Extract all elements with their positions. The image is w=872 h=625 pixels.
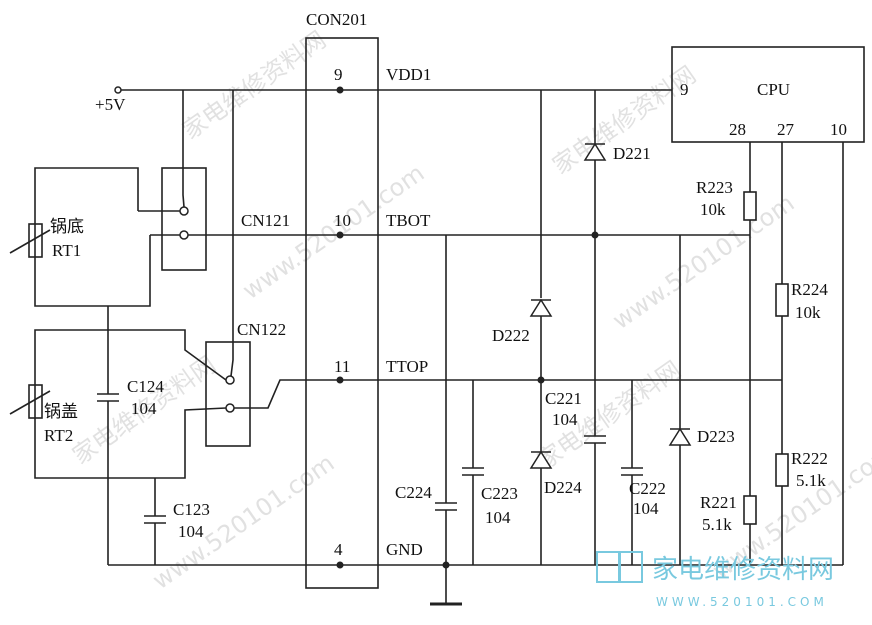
cn122-pin-2	[225, 403, 235, 413]
pin-ttop-label: TTOP	[386, 357, 428, 376]
watermark-cn-1: 家电维修资料网	[177, 26, 331, 145]
c224-label: C224	[395, 483, 432, 502]
cn121-pin-2	[179, 230, 189, 240]
c221-label: C221	[545, 389, 582, 408]
r223-label: R223	[696, 178, 733, 197]
d221-label: D221	[613, 144, 651, 163]
r224-symbol	[775, 283, 789, 317]
c223-label: C223	[481, 484, 518, 503]
cn121-label: CN121	[241, 211, 290, 230]
r222-label: R222	[791, 449, 828, 468]
r221-symbol	[743, 495, 757, 525]
rt2-label: RT2	[44, 426, 73, 445]
logo-url-text: WWW.520101.COM	[656, 595, 828, 609]
rt2-cn-label: 锅盖	[44, 402, 78, 421]
pin-11-num: 11	[334, 357, 350, 376]
cn122-pin-1	[225, 375, 235, 385]
cpu-pin-9: 9	[680, 80, 689, 99]
ttop-wire-left	[234, 379, 306, 409]
rt1-loop-bottom	[108, 235, 151, 307]
d224-label: D224	[544, 478, 582, 497]
pin-11-dot	[336, 376, 344, 384]
r221-value: 5.1k	[702, 515, 732, 534]
d222-label: D222	[492, 326, 530, 345]
cpu-pin-28: 28	[729, 120, 746, 139]
pin-10-dot	[336, 231, 344, 239]
cpu-pin-10: 10	[830, 120, 847, 139]
cn121-block	[161, 167, 207, 271]
d222-symbol	[529, 298, 553, 317]
rt1-label: RT1	[52, 241, 81, 260]
r222-value: 5.1k	[796, 471, 826, 490]
rt1-loop-top	[34, 167, 139, 307]
r222-symbol	[775, 453, 789, 487]
c124-label: C124	[127, 377, 164, 396]
c124-value: 104	[131, 399, 157, 418]
cpu-pin-27: 27	[777, 120, 795, 139]
c123-value: 104	[178, 522, 204, 541]
r223-value: 10k	[700, 200, 726, 219]
con201-label: CON201	[306, 10, 367, 29]
rt1-cn-label: 锅底	[50, 217, 84, 236]
r221-label: R221	[700, 493, 737, 512]
vcc-terminal	[114, 86, 122, 94]
d223-label: D223	[697, 427, 735, 446]
c221-value: 104	[552, 410, 578, 429]
watermark-url-1: www.520101.com	[237, 159, 429, 305]
cn122-vcc-wire	[230, 90, 234, 377]
rt1-arrow	[9, 229, 51, 254]
pin-4-dot	[336, 561, 344, 569]
cpu-block	[671, 46, 865, 143]
cn121-pin-1	[179, 206, 189, 216]
d223-symbol	[668, 427, 692, 446]
c223-value: 104	[485, 508, 511, 527]
watermark-url-3: www.520101.com	[147, 449, 339, 595]
cn121-vcc-wire	[182, 90, 185, 208]
rt2-loop	[34, 329, 227, 479]
logo-book-icon-right	[619, 551, 643, 583]
pin-4-num: 4	[334, 540, 343, 559]
pin-9-dot	[336, 86, 344, 94]
logo-cn-text: 家电维修资料网	[652, 555, 834, 585]
rt2-arrow	[9, 390, 51, 415]
pin-vdd-label: VDD1	[386, 65, 431, 84]
logo-book-icon	[596, 551, 620, 583]
vcc-label: +5V	[95, 95, 126, 114]
cpu-label: CPU	[757, 80, 790, 99]
c222-label: C222	[629, 479, 666, 498]
pin-gnd-label: GND	[386, 540, 423, 559]
site-logo: 家电维修资料网 WWW.520101.COM	[596, 551, 834, 609]
r224-value: 10k	[795, 303, 821, 322]
rt2-symbol	[28, 384, 43, 419]
pin-tbot-label: TBOT	[386, 211, 431, 230]
con201-block	[305, 37, 379, 589]
pin-10-num: 10	[334, 211, 351, 230]
rt1-symbol	[28, 223, 43, 258]
c222-value: 104	[633, 499, 659, 518]
cn122-block	[205, 341, 251, 447]
pin-9-num: 9	[334, 65, 343, 84]
r224-label: R224	[791, 280, 828, 299]
c123-label: C123	[173, 500, 210, 519]
cn122-label: CN122	[237, 320, 286, 339]
